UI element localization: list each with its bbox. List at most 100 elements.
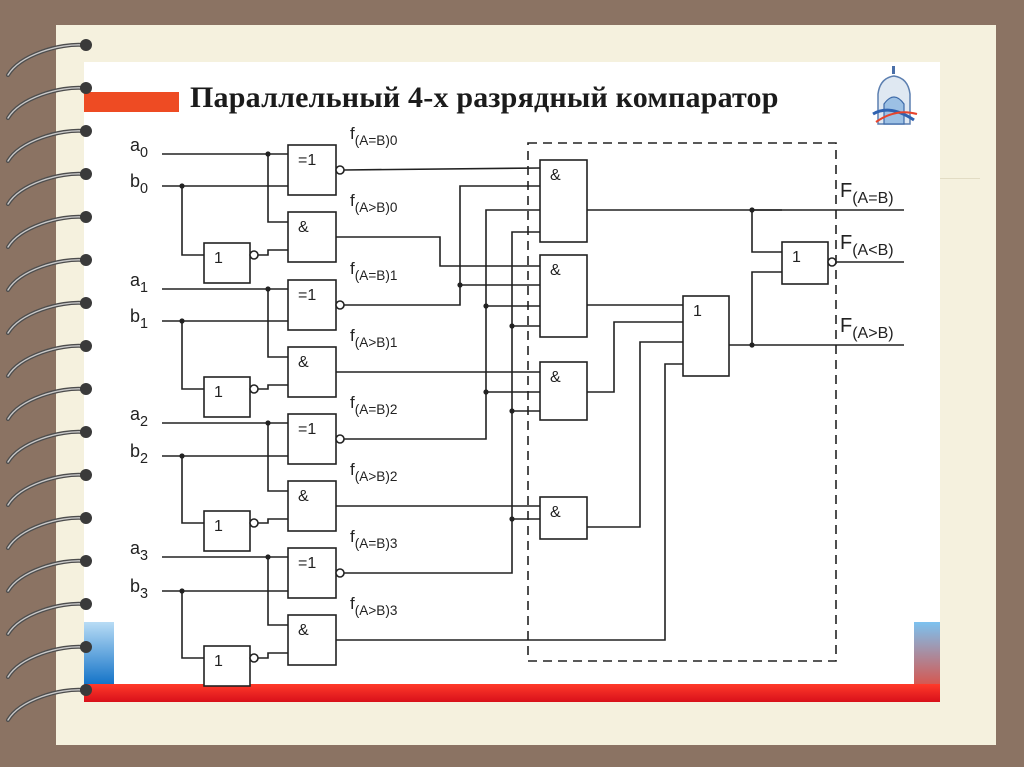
signal-label-gt0: f(A>B)0 (350, 191, 398, 215)
output-label-gt: F(A>B) (840, 315, 894, 342)
ring-highlight (7, 646, 85, 678)
gate-symbol: 1 (214, 653, 223, 670)
a-to-and-wire (267, 289, 288, 358)
ring-hole (80, 512, 92, 524)
ring-hole (80, 555, 92, 567)
not-to-and-wire (258, 518, 288, 524)
decorative-red-bar (84, 684, 940, 702)
gt0-wire (336, 236, 540, 267)
gate-body (287, 480, 337, 532)
spiral-ring (6, 555, 92, 593)
ring-highlight (7, 431, 85, 463)
page-rule-line (920, 178, 980, 179)
gate-symbol: & (550, 369, 561, 386)
labels: a0b0f(A=B)0f(A>B)0a1b1f(A=B)1f(A>B)1a2b2… (130, 124, 894, 618)
ring-highlight (7, 345, 85, 377)
ring-hole (80, 211, 92, 223)
inversion-bubble (249, 250, 259, 260)
spiral-ring (6, 254, 92, 292)
gate-body (287, 279, 337, 331)
signal-label-eq2: f(A=B)2 (350, 393, 397, 417)
inversion-bubble (335, 434, 345, 444)
spiral-ring (6, 684, 92, 722)
ring-highlight (7, 44, 85, 76)
and-gate-1: & (287, 346, 337, 398)
gate-symbol: 1 (214, 250, 223, 267)
and4-out (587, 341, 683, 528)
wires (162, 151, 904, 659)
ring-hole (80, 82, 92, 94)
ring-hole (80, 39, 92, 51)
b-to-not-wire (181, 186, 204, 256)
xnor-gate-1: =1 (287, 279, 337, 331)
inversion-bubble (335, 568, 345, 578)
inversion-bubble (335, 300, 345, 310)
spiral-ring (6, 39, 92, 77)
ring-hole (80, 469, 92, 481)
or-gate: 1 (682, 295, 730, 377)
spiral-ring (6, 426, 92, 464)
signal-label-eq0: f(A=B)0 (350, 124, 398, 148)
output-label-eq: F(A=B) (840, 180, 894, 207)
b-to-not-wire (181, 591, 204, 659)
ring-hole (80, 168, 92, 180)
ring-hole (80, 598, 92, 610)
not-to-and-wire (258, 384, 288, 390)
and-gate-stage-2: & (539, 254, 588, 338)
b-to-not-wire (181, 456, 204, 524)
ring-highlight (7, 173, 85, 205)
a-to-and-wire (267, 557, 288, 626)
input-label-b1: b1 (130, 306, 148, 332)
eq1-bus (344, 185, 540, 306)
input-label-a2: a2 (130, 404, 148, 430)
not-gate-0: 1 (203, 242, 251, 284)
spiral-ring (6, 125, 92, 163)
gate-body (287, 346, 337, 398)
and3-out (587, 321, 683, 393)
spiral-ring (6, 469, 92, 507)
spiral-ring (6, 82, 92, 120)
gate-symbol: 1 (214, 384, 223, 401)
signal-label-gt3: f(A>B)3 (350, 594, 397, 618)
gate-symbol: =1 (298, 421, 316, 438)
not-to-and-wire (258, 652, 288, 659)
gate-body (539, 254, 588, 338)
signal-label-gt1: f(A>B)1 (350, 326, 397, 350)
ring-hole (80, 125, 92, 137)
ring-hole (80, 254, 92, 266)
spiral-ring (6, 383, 92, 421)
gate-body (287, 413, 337, 465)
ring-highlight (7, 388, 85, 420)
ring-hole (80, 426, 92, 438)
gate-symbol: =1 (298, 152, 316, 169)
gate-body (287, 614, 337, 666)
gate-symbol: 1 (693, 303, 702, 320)
gate-body (203, 510, 251, 552)
inversion-bubble (249, 518, 259, 528)
spiral-ring (6, 641, 92, 679)
gate-body (287, 144, 337, 196)
gate-symbol: =1 (298, 287, 316, 304)
gate-body (539, 361, 588, 421)
gate-body (287, 547, 337, 599)
gt3-wire (336, 363, 683, 641)
ring-highlight (7, 603, 85, 635)
eq-to-nor (751, 210, 782, 253)
input-label-b3: b3 (130, 576, 148, 602)
gate-body (539, 496, 588, 540)
xnor-gate-0: =1 (287, 144, 337, 196)
spiral-ring (6, 512, 92, 550)
a-to-and-wire (267, 423, 288, 492)
ring-highlight (7, 517, 85, 549)
ring-highlight (7, 302, 85, 334)
gate-body (203, 376, 251, 418)
xnor-gate-3: =1 (287, 547, 337, 599)
ring-hole (80, 340, 92, 352)
input-label-a0: a0 (130, 135, 148, 161)
ring-hole (80, 383, 92, 395)
spiral-ring (6, 168, 92, 206)
decorative-blue-stripe-left (84, 622, 114, 684)
not-gate-3: 1 (203, 645, 251, 687)
gate-symbol: & (550, 167, 561, 184)
ring-highlight (7, 130, 85, 162)
